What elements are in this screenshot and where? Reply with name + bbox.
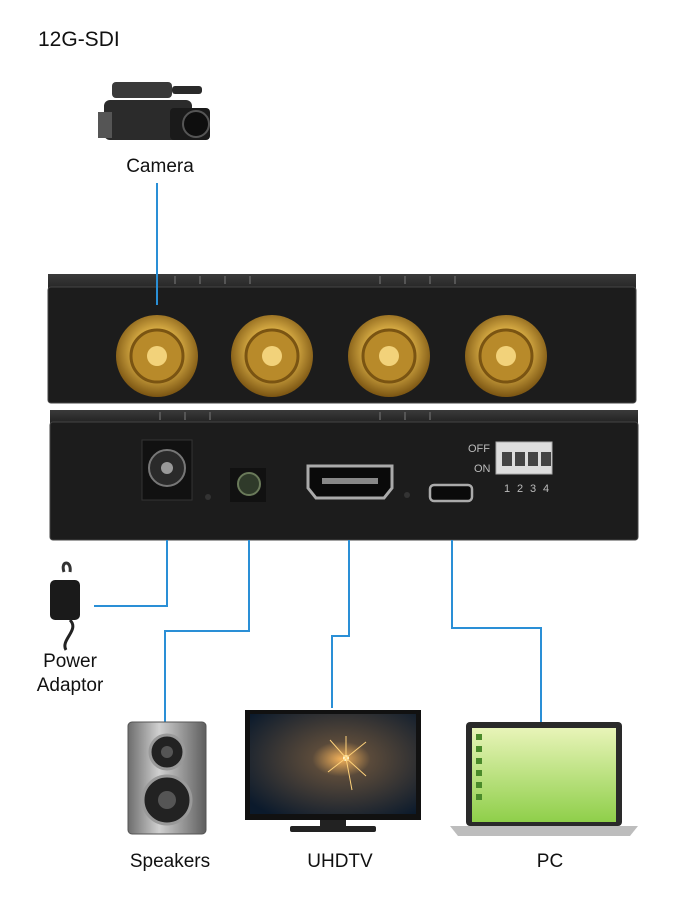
dip-number-2: 2: [517, 483, 523, 495]
audio-line: [164, 540, 250, 722]
bnc-connector-3: [348, 315, 430, 397]
diagram-title: 12G-SDI: [38, 28, 120, 51]
power-adaptor-icon: [50, 561, 80, 651]
led-indicator: [205, 494, 211, 500]
bnc-connector-1: [116, 315, 198, 397]
dip-number-4: 4: [543, 483, 549, 495]
hdmi-port: [306, 464, 394, 500]
bnc-connector-2: [231, 315, 313, 397]
hdmi-line: [331, 540, 350, 708]
dip-on-label: ON: [474, 463, 491, 475]
laptop-icon: [450, 722, 638, 836]
led-indicator: [404, 492, 410, 498]
dip-off-label: OFF: [468, 443, 490, 455]
audio-jack: [230, 468, 266, 502]
uhdtv-label: UHDTV: [307, 851, 373, 872]
dip-switch: [495, 441, 553, 475]
speakers-label: Speakers: [129, 851, 211, 872]
speaker-icon: [127, 721, 207, 835]
camera-label: Camera: [126, 156, 194, 177]
dc-power-jack: [141, 439, 193, 501]
camera-icon: [98, 82, 210, 140]
dip-number-1: 1: [504, 483, 510, 495]
bnc-connector-4: [465, 315, 547, 397]
uhdtv-icon: [245, 710, 421, 832]
dip-number-3: 3: [530, 483, 536, 495]
usb-line: [451, 540, 542, 722]
micro-usb-port: [428, 483, 474, 503]
power-adaptor-label: Power Adaptor: [36, 651, 104, 696]
connection-lines: [94, 183, 542, 722]
power-line: [94, 540, 168, 607]
pc-label: PC: [536, 851, 564, 872]
